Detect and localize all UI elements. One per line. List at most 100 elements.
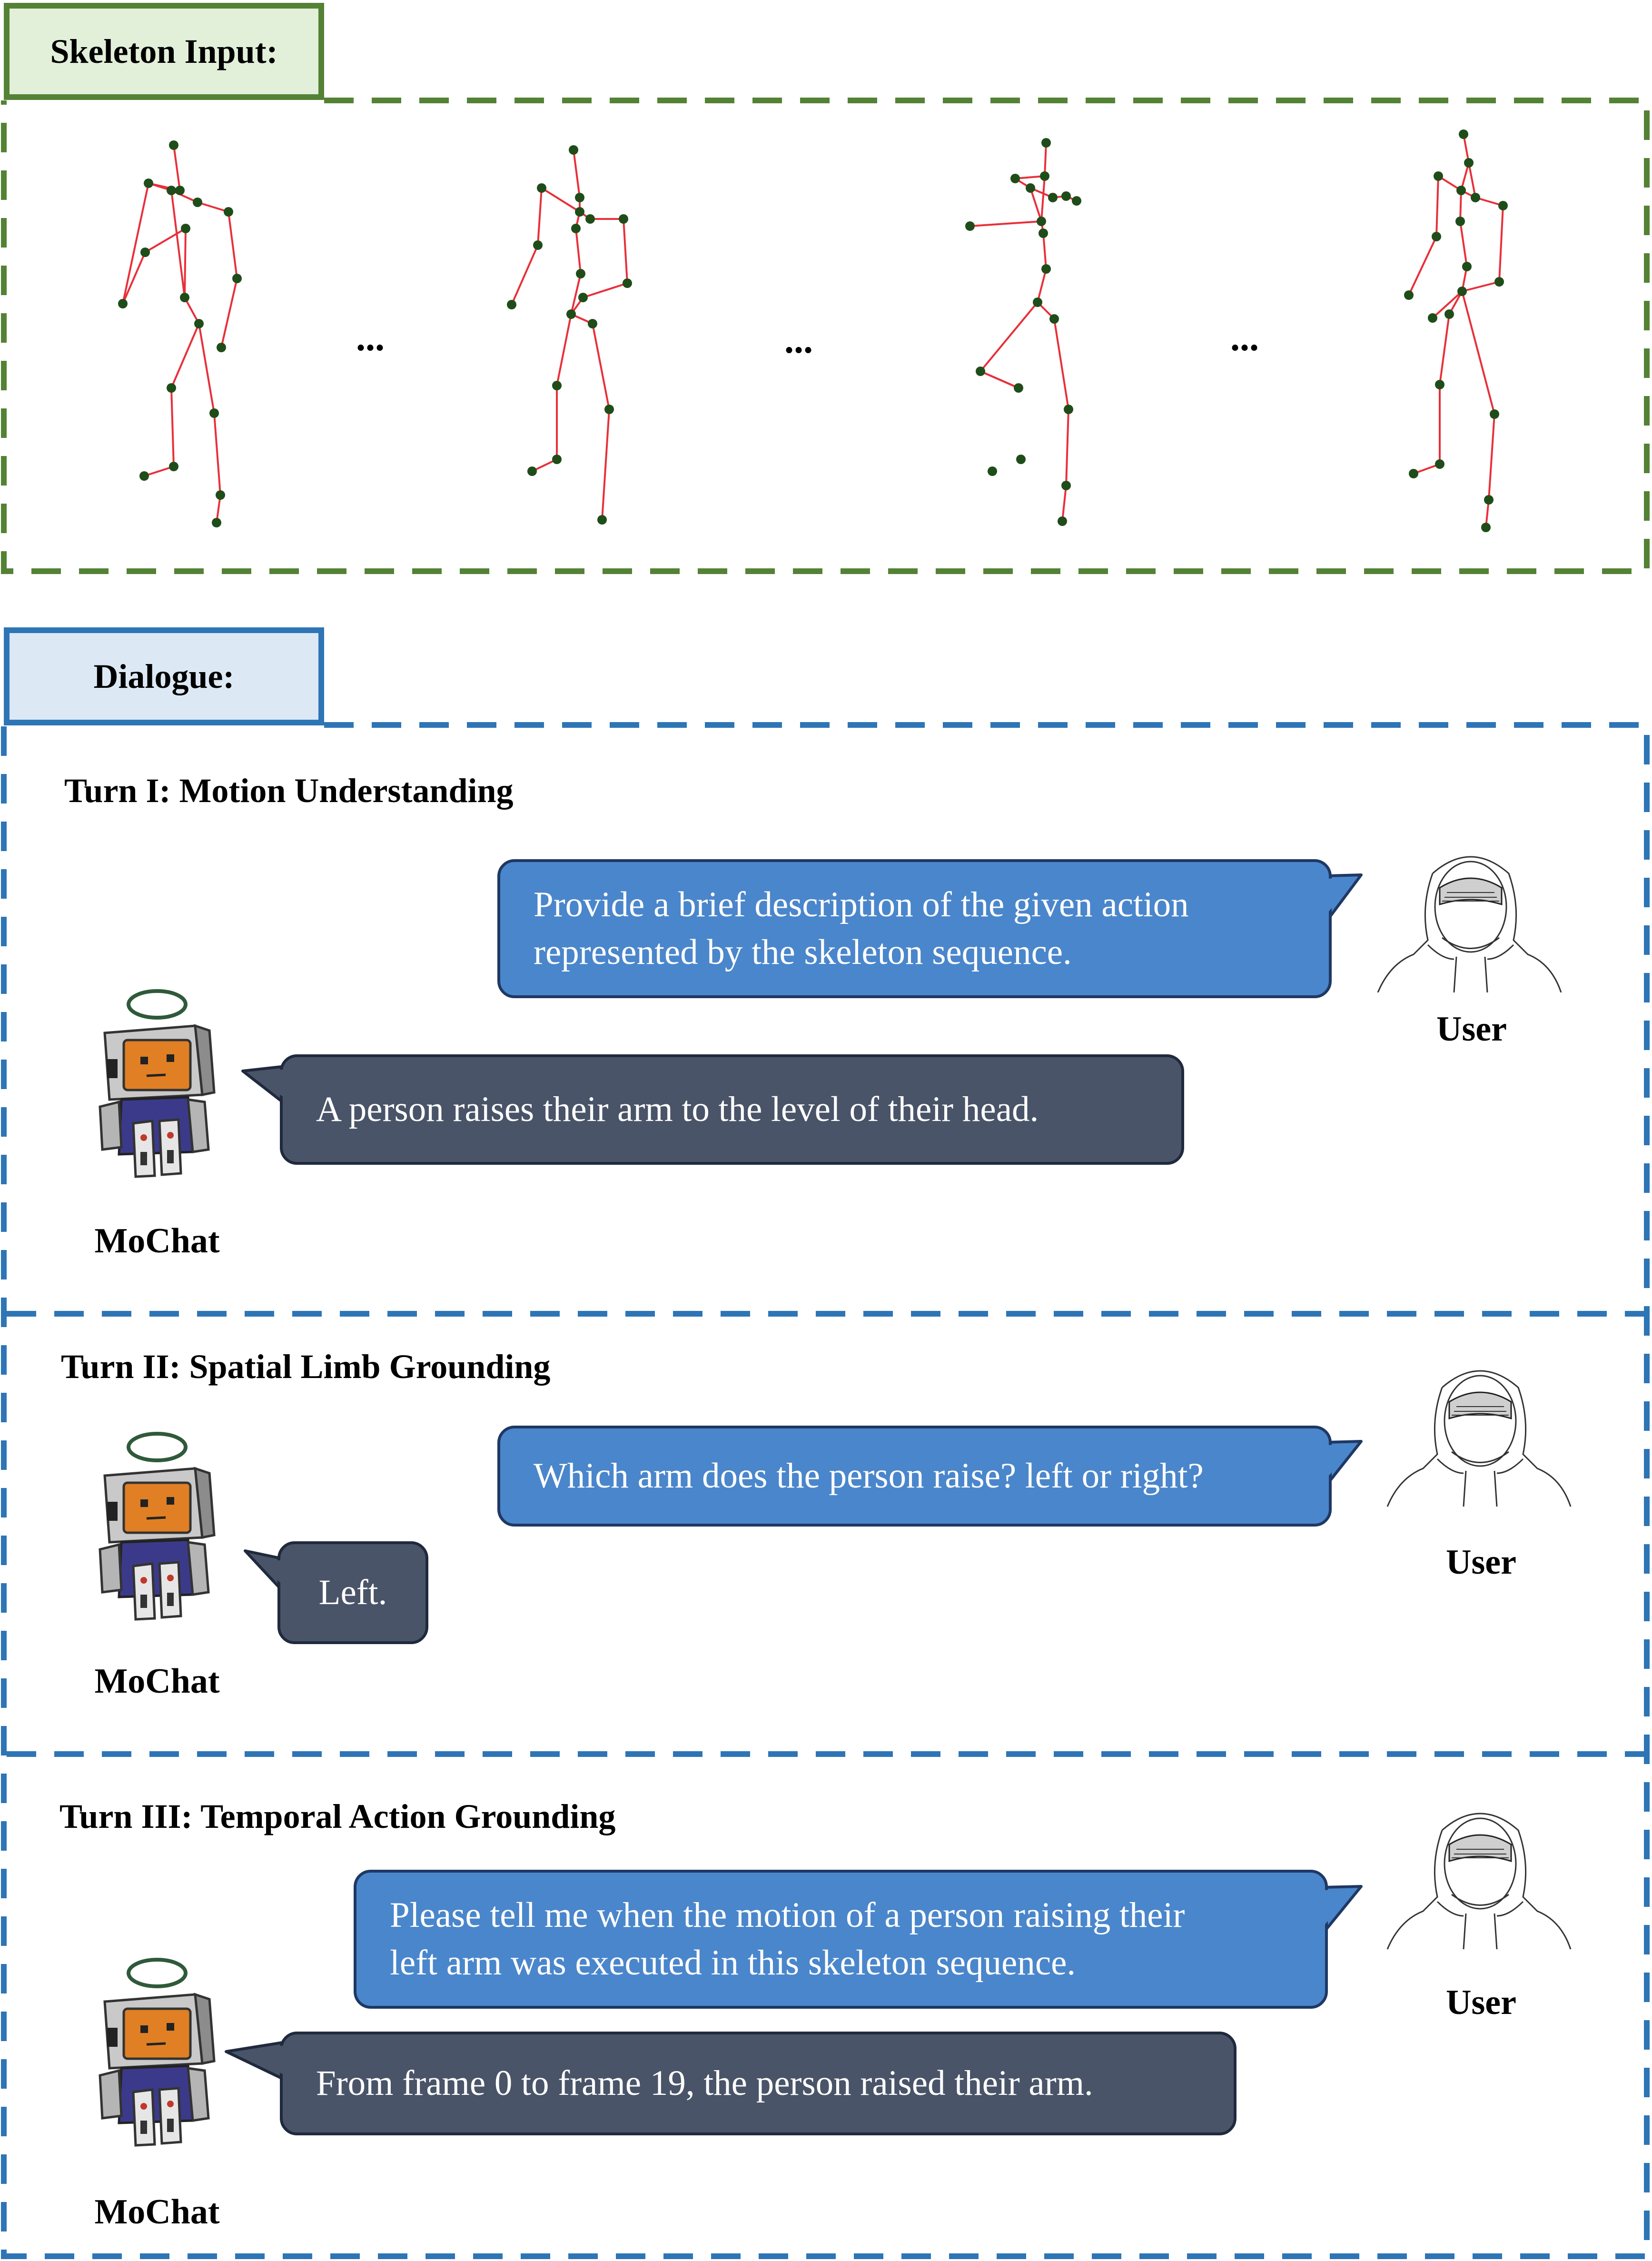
- skeleton-bone: [511, 245, 539, 305]
- skeleton-joint: [1061, 481, 1071, 490]
- skeleton-joint: [1481, 523, 1491, 532]
- skeleton-joint: [217, 343, 226, 352]
- skeleton-bone: [1037, 268, 1047, 303]
- skeleton-joint: [169, 462, 178, 471]
- skeleton-frame-3: [965, 138, 1081, 526]
- skeleton-bone: [575, 228, 582, 274]
- skeleton-joint: [527, 466, 537, 476]
- skeleton-bone: [592, 323, 610, 410]
- user-message-2-text: Which arm does the person raise? left or…: [534, 1456, 1204, 1496]
- user-message-1: Provide a brief description of the given…: [497, 859, 1332, 998]
- skeleton-bone: [979, 301, 1039, 372]
- turn-2-title: Turn II: Spatial Limb Grounding: [61, 1348, 551, 1386]
- bot-label-1: MoChat: [94, 1221, 220, 1260]
- skeleton-joint: [1048, 193, 1058, 202]
- skeleton-joint: [1471, 193, 1480, 202]
- skeleton-joint: [1010, 174, 1020, 183]
- skeleton-bone: [980, 370, 1019, 389]
- skeleton-joint: [1037, 217, 1046, 226]
- skeleton-joint: [1016, 455, 1026, 464]
- skeleton-bone: [220, 278, 238, 348]
- skeleton-bone: [583, 282, 628, 298]
- bot-message-3-text: From frame 0 to frame 19, the person rai…: [316, 2063, 1093, 2103]
- skeleton-bone: [1044, 142, 1047, 177]
- skeleton-joint: [1484, 495, 1494, 505]
- skeleton-joint: [224, 207, 233, 217]
- skeleton-joint: [1039, 228, 1048, 238]
- skeleton-joint: [1058, 516, 1067, 526]
- bot-label-2: MoChat: [94, 1662, 220, 1701]
- bot-avatar-3: [86, 1949, 228, 2152]
- skeleton-bone: [1459, 221, 1468, 267]
- skeleton-joint: [180, 293, 189, 302]
- skeleton-bone: [1461, 291, 1495, 415]
- skeleton-joint: [232, 274, 242, 283]
- skeleton-joint: [965, 221, 975, 231]
- skeleton-bone: [1459, 190, 1462, 222]
- skeleton-joint: [1041, 138, 1051, 148]
- skeleton-bone: [122, 252, 146, 304]
- skeleton-bone: [144, 466, 174, 477]
- skeleton-joint: [575, 193, 584, 202]
- skeleton-joint: [1404, 290, 1414, 300]
- skeleton-joint: [578, 293, 588, 302]
- frame-ellipsis-3: ...: [1230, 317, 1259, 359]
- bot-message-2: Left.: [277, 1541, 428, 1644]
- skeleton-bone: [122, 183, 149, 304]
- skeleton-bone: [1435, 176, 1439, 237]
- skeleton-joint: [1432, 232, 1441, 241]
- skeleton-joint: [537, 183, 546, 193]
- bot-label-3: MoChat: [94, 2192, 220, 2231]
- skeleton-bone: [1498, 205, 1504, 282]
- skeleton-bone: [1462, 281, 1500, 292]
- bot-avatar-2: [86, 1423, 228, 1626]
- skeleton-bone: [1468, 162, 1476, 198]
- skeleton-joint: [167, 383, 176, 393]
- skeleton-bone: [1475, 197, 1504, 207]
- skeleton-joint: [1409, 469, 1418, 478]
- skeleton-bone: [1015, 175, 1045, 179]
- skeleton-bone: [170, 323, 200, 388]
- user-message-3-line-2: left arm was executed in this skeleton s…: [390, 1943, 1076, 1983]
- skeleton-joint: [139, 471, 149, 481]
- skeleton-joint: [623, 278, 632, 288]
- user-message-2: Which arm does the person raise? left or…: [497, 1426, 1332, 1527]
- skeleton-joint: [193, 198, 202, 207]
- skeleton-bone: [969, 220, 1042, 227]
- skeleton-bone: [170, 190, 186, 298]
- skeleton-joint: [175, 186, 185, 195]
- skeleton-joint: [988, 466, 997, 476]
- skeleton-bone: [1408, 236, 1437, 296]
- skeleton-joint: [1040, 171, 1049, 181]
- skeleton-bone: [537, 188, 543, 246]
- skeleton-bone: [573, 149, 581, 198]
- skeleton-joint: [533, 240, 543, 250]
- mochat-robot-icon: [99, 1958, 216, 2147]
- skeleton-joint: [1456, 186, 1466, 195]
- skeleton-frame-4: [1404, 129, 1508, 532]
- skeleton-joint: [1498, 201, 1508, 210]
- skeleton-bone: [184, 228, 187, 298]
- skeleton-joint: [507, 300, 516, 309]
- skeleton-bone: [198, 323, 215, 414]
- skeleton-joint: [181, 224, 190, 233]
- user-label-2: User: [1446, 1543, 1516, 1582]
- skeleton-joint: [194, 319, 204, 328]
- skeleton-joint: [1033, 298, 1042, 307]
- skeleton-frame-1: [118, 140, 242, 527]
- skeleton-joint: [976, 367, 985, 376]
- skeleton-sequence: [118, 129, 1508, 532]
- skeleton-joint: [552, 381, 562, 390]
- skeleton-joint: [1026, 183, 1035, 193]
- frame-ellipsis-2: ...: [784, 319, 813, 361]
- skeleton-bone: [570, 273, 582, 315]
- bot-message-2-text: Left.: [318, 1573, 387, 1612]
- skeleton-joint: [140, 248, 150, 257]
- skeleton-joint: [1434, 171, 1443, 181]
- skeleton-joint: [1435, 459, 1444, 469]
- skeleton-joint: [212, 518, 221, 527]
- skeleton-bone: [213, 413, 221, 496]
- skeleton-joint: [576, 269, 585, 278]
